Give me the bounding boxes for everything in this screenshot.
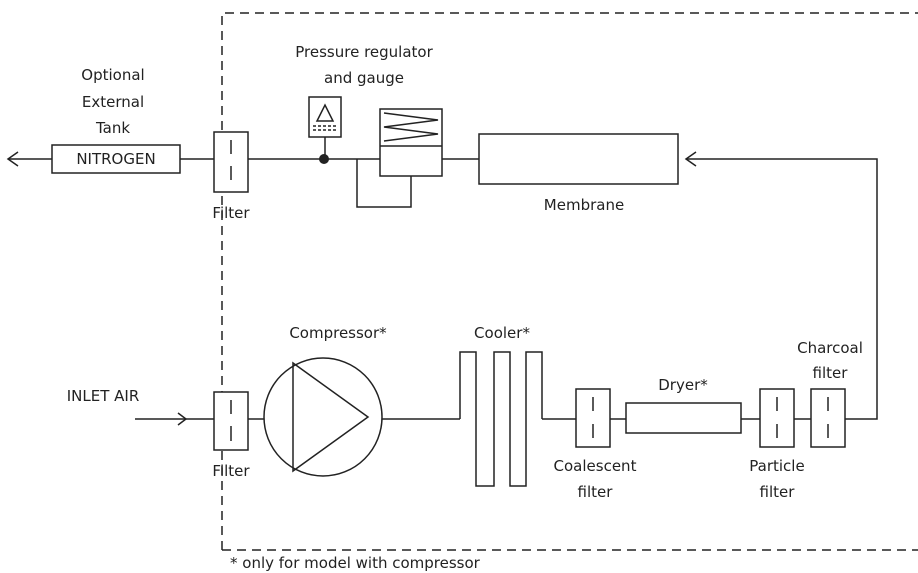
charcoal-filter-label-line2: filter <box>813 364 849 382</box>
inlet-arrow-icon <box>177 412 188 426</box>
nitrogen-label: NITROGEN <box>76 150 155 168</box>
regulator-label-line2: and gauge <box>324 69 404 87</box>
coalescent-filter-label-line1: Coalescent <box>554 457 637 475</box>
top-filter-icon <box>213 131 249 193</box>
coalescent-filter-label-line2: filter <box>578 483 614 501</box>
regulator-label-line1: Pressure regulator <box>295 43 433 61</box>
top-filter-label: Filter <box>212 204 250 222</box>
optional-tank-label-line2: External <box>82 93 144 111</box>
dryer-unit <box>625 402 742 434</box>
dryer-label: Dryer* <box>658 376 708 394</box>
compressor-icon <box>263 357 383 477</box>
nitrogen-tank-box <box>51 144 181 174</box>
optional-tank-label-line1: Optional <box>81 66 144 84</box>
inlet-air-label: INLET AIR <box>67 387 140 405</box>
particle-filter-icon <box>759 388 795 448</box>
membrane-label: Membrane <box>544 196 624 214</box>
membrane-inlet-arrow-icon <box>684 151 697 167</box>
particle-filter-label-line1: Particle <box>749 457 804 475</box>
membrane-module <box>478 133 679 185</box>
charcoal-to-return-line <box>845 410 878 420</box>
particle-filter-label-line2: filter <box>760 483 796 501</box>
output-arrow-icon <box>6 151 19 167</box>
cooler-icon <box>459 351 543 487</box>
coalescent-filter-icon <box>575 388 611 448</box>
pressure-gauge-icon <box>308 96 342 164</box>
charcoal-filter-label-line1: Charcoal <box>797 339 863 357</box>
pressure-regulator-icon <box>356 108 443 208</box>
charcoal-filter-icon <box>810 388 846 448</box>
feed-return-line <box>686 158 878 410</box>
compressor-label: Compressor* <box>289 324 387 342</box>
inlet-filter-label: Filter <box>212 462 250 480</box>
optional-tank-label-line3: Tank <box>95 119 130 137</box>
compressor-footnote: * only for model with compressor <box>230 554 481 572</box>
unit-enclosure-boundary <box>221 12 918 551</box>
inlet-filter-icon <box>213 391 249 451</box>
cooler-label: Cooler* <box>474 324 530 342</box>
